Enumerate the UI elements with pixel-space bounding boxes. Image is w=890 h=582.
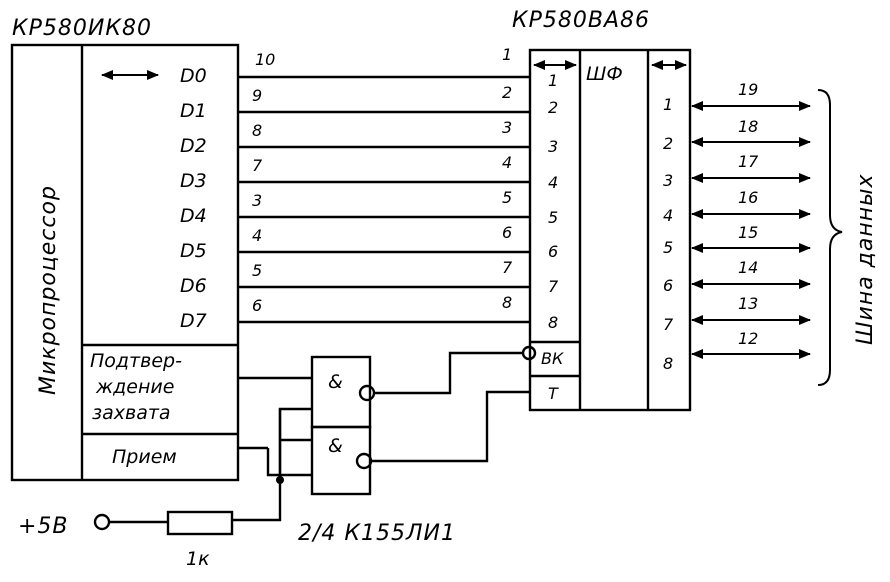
cpu-pin-d6: D6: [180, 275, 207, 297]
hold-ack-line1: Подтвер-: [90, 350, 182, 372]
enable-pin-label: ВК: [541, 349, 564, 368]
cpu-pin-d4: D4: [180, 205, 207, 227]
cpu-label: Микропроцессор: [36, 185, 61, 395]
cpu-pin-d7: D7: [180, 310, 207, 332]
buffer-pin: 7: [663, 315, 674, 334]
wire-pin: 6: [252, 296, 262, 315]
buffer-pin: 2: [663, 134, 673, 153]
and-gate-1-symbol: &: [328, 371, 343, 393]
bus-arrows: [691, 101, 811, 359]
bus-pin: 19: [738, 80, 758, 99]
resistor: [166, 510, 234, 536]
cpu-title: КР580ИК80: [12, 16, 152, 41]
buffer-pin: 6: [548, 242, 558, 261]
and-gate-2-symbol: &: [328, 435, 343, 457]
wire-pin: 2: [502, 83, 512, 102]
wire-pin: 7: [502, 258, 513, 277]
buffer-pin: 4: [548, 173, 558, 192]
wire-pin: 10: [255, 50, 275, 69]
transmit-pin-label: Т: [548, 384, 559, 403]
wire-pin: 9: [252, 86, 262, 105]
wire-pin: 3: [252, 191, 262, 210]
buffer-block: [528, 48, 692, 412]
buffer-pin: 4: [663, 206, 673, 225]
junction-dot: [276, 476, 284, 484]
bus-pin: 17: [738, 152, 759, 171]
buffer-side-pin-numbers: 1 2 3 4 5 6 7 8: [502, 45, 513, 312]
buffer-pin: 3: [663, 171, 673, 190]
buffer-pin: 6: [663, 276, 673, 295]
wire-pin: 3: [502, 118, 512, 137]
buffer-pin: 8: [663, 354, 673, 373]
bus-pin-numbers: 19 18 17 16 15 14 13 12: [738, 80, 759, 348]
hold-ack-line3: захвата: [92, 402, 171, 424]
power-terminal: [93, 513, 111, 531]
cpu-pin-d5: D5: [180, 240, 207, 262]
wire-pin: 5: [252, 261, 262, 280]
cpu-side-pin-numbers: 10 9 8 7 3 4 5 6: [252, 50, 275, 315]
bus-brace: [817, 89, 843, 386]
wire-pin: 5: [502, 188, 512, 207]
shf-label: ШФ: [586, 63, 623, 85]
inverter-bubble: [358, 384, 376, 402]
buffer-right-pins: 1 2 3 4 5 6 7 8: [663, 95, 674, 373]
resistor-label: 1к: [186, 548, 210, 570]
bus-pin: 15: [738, 223, 758, 242]
wire-pin: 4: [252, 226, 262, 245]
power-label: +5В: [18, 514, 69, 539]
wire-pin: 1: [502, 45, 512, 64]
bus-pin: 14: [738, 258, 758, 277]
buffer-pin: 5: [663, 238, 673, 257]
cpu-pin-d2: D2: [180, 135, 207, 157]
cpu-pin-d1: D1: [180, 100, 207, 122]
buffer-pin: 3: [548, 137, 558, 156]
cpu-pin-d3: D3: [180, 170, 207, 192]
wire-pin: 4: [502, 153, 512, 172]
bus-pin: 13: [738, 294, 758, 313]
enable-inverter-bubble: [521, 345, 537, 361]
buffer-title: КР580ВА86: [512, 8, 650, 33]
bus-pin: 18: [738, 117, 758, 136]
buffer-pin: 2: [548, 98, 558, 117]
bus-pin: 12: [738, 329, 758, 348]
buffer-left-pins: 1 2 3 4 5 6 7 8: [548, 71, 559, 332]
gates-label: 2/4 К155ЛИ1: [298, 521, 456, 546]
hold-ack-line2: ждение: [95, 376, 174, 398]
wire-pin: 8: [252, 121, 262, 140]
buffer-pin: 5: [548, 208, 558, 227]
cpu-block: [10, 43, 240, 482]
receive-label: Прием: [112, 446, 177, 468]
buffer-pin: 8: [548, 313, 558, 332]
cpu-pin-d0: D0: [180, 65, 207, 87]
wire-pin: 8: [502, 293, 512, 312]
buffer-pin: 7: [548, 277, 559, 296]
buffer-pin: 1: [663, 95, 673, 114]
data-wires-left: [238, 75, 530, 324]
cpu-data-pins: D0 D1 D2 D3 D4 D5 D6 D7: [180, 65, 207, 332]
wire-pin: 7: [252, 156, 263, 175]
bus-pin: 16: [738, 188, 758, 207]
buffer-pin: 1: [548, 71, 558, 90]
wire-pin: 6: [502, 223, 512, 242]
bus-label: Шина данных: [853, 173, 878, 345]
control-wires: [232, 351, 530, 522]
